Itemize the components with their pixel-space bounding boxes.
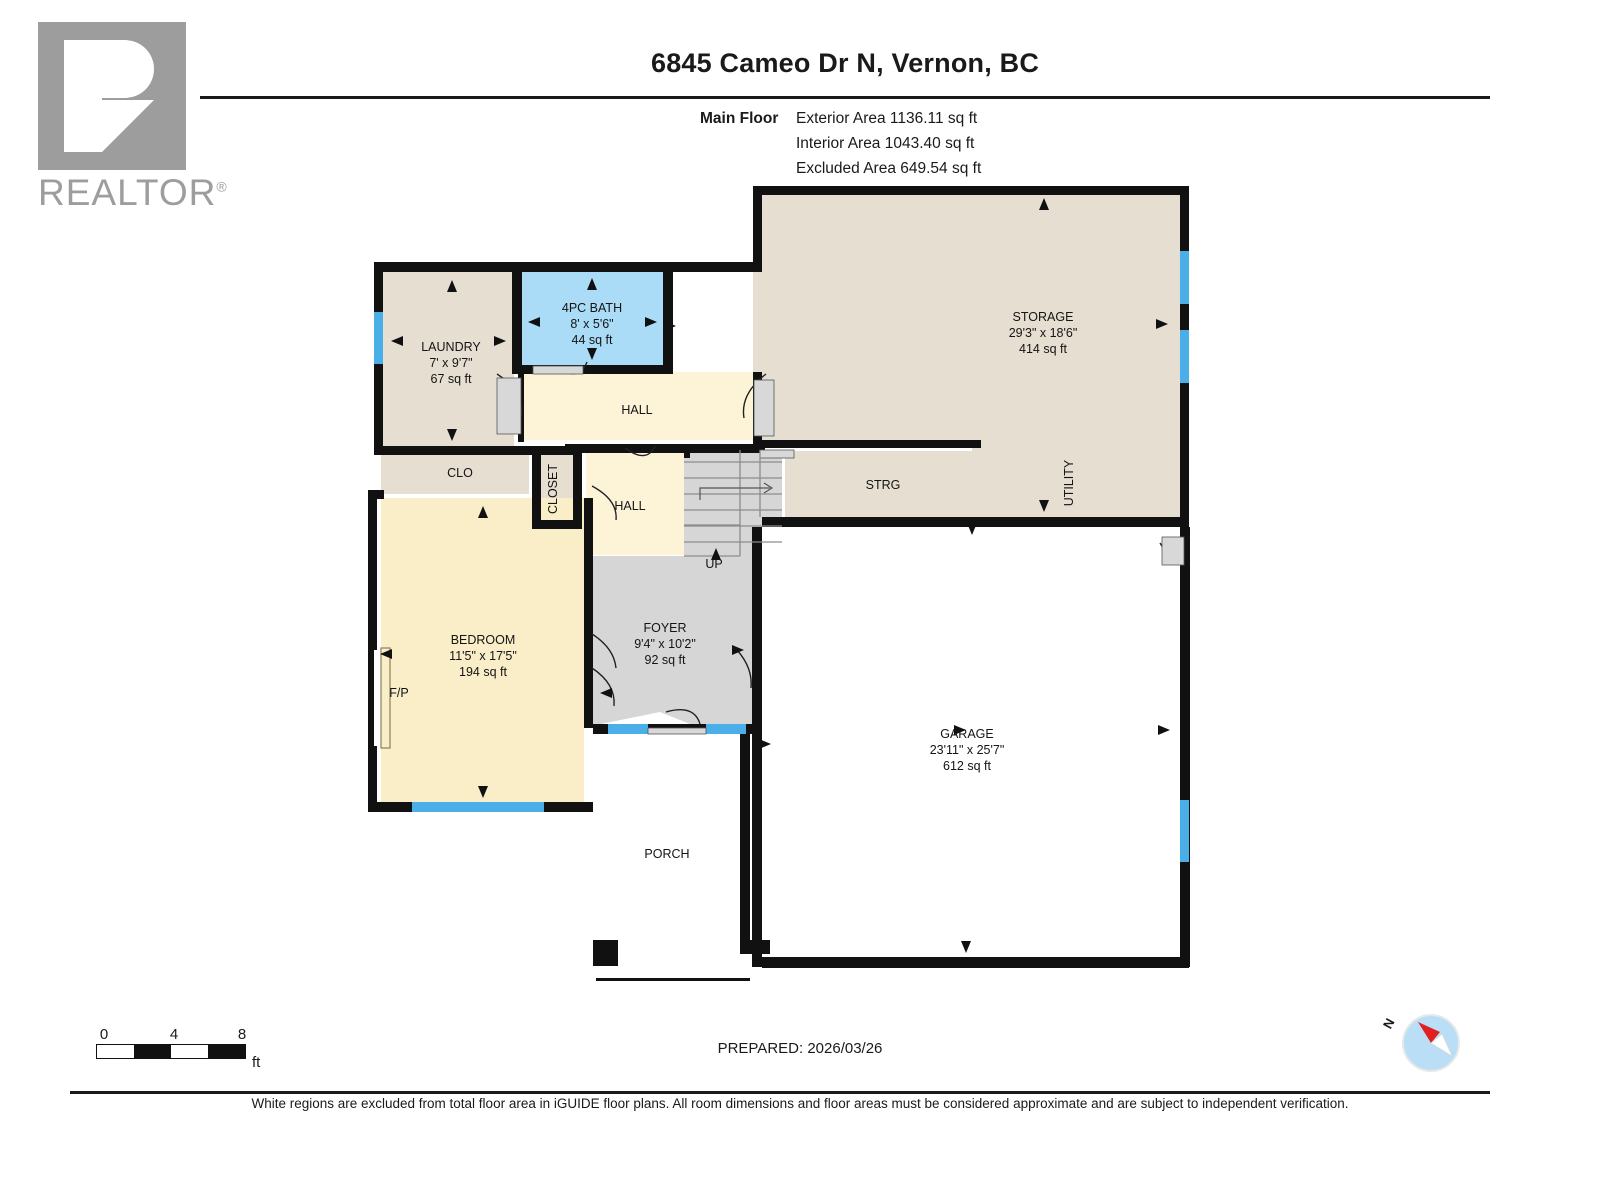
- clo-fill: [381, 455, 529, 494]
- label-storage-area: 414 sq ft: [1019, 342, 1067, 356]
- realtor-logo: REALTOR®: [38, 22, 227, 211]
- label-foyer-dims: 9'4" x 10'2": [634, 637, 696, 651]
- label-laundry-area: 67 sq ft: [431, 372, 473, 386]
- label-strg: STRG: [866, 478, 901, 492]
- scale-seg-2: [134, 1045, 171, 1058]
- compass-needle-north: [1418, 1022, 1440, 1043]
- hall-upper-fill: [518, 372, 754, 440]
- realtor-wordmark-text: REALTOR: [38, 172, 217, 213]
- exterior-area: Exterior Area 1136.11 sq ft: [796, 110, 978, 127]
- excluded-area: Excluded Area 649.54 sq ft: [796, 160, 982, 177]
- label-bath-area: 44 sq ft: [572, 333, 614, 347]
- registered-mark: ®: [216, 178, 228, 195]
- room-bedroom-fill: [381, 498, 584, 810]
- interior-area: Interior Area 1043.40 sq ft: [796, 135, 975, 152]
- dimension-arrows: [380, 198, 1170, 953]
- label-garage-dims: 23'11" x 25'7": [930, 743, 1005, 757]
- scale-tick-4: 4: [169, 1026, 179, 1043]
- footer-divider: [70, 1091, 1490, 1094]
- label-storage-dims: 29'3" x 18'6": [1009, 326, 1078, 340]
- fireplace: [374, 647, 391, 749]
- room-storage-fill: [753, 186, 1189, 517]
- scale-ticks: 0 4 8: [96, 1026, 256, 1044]
- room-laundry-fill: [381, 270, 514, 451]
- label-closet: CLOSET: [546, 464, 560, 514]
- label-bath-name: 4PC BATH: [562, 301, 622, 315]
- stairs: [684, 450, 782, 557]
- windows: [374, 251, 1189, 862]
- porch-fill: [596, 733, 748, 981]
- prepared-date: PREPARED: 2026/03/26: [717, 1040, 883, 1057]
- scale-seg-4: [208, 1045, 245, 1058]
- floor-label: Main Floor: [700, 110, 779, 127]
- area-summary: Main Floor Exterior Area 1136.11 sq ft I…: [700, 106, 981, 181]
- label-bath-dims: 8' x 5'6": [570, 317, 613, 331]
- label-bedroom-name: BEDROOM: [451, 633, 516, 647]
- label-fireplace: F/P: [389, 686, 408, 700]
- label-foyer-area: 92 sq ft: [645, 653, 687, 667]
- scale-unit: ft: [252, 1054, 261, 1071]
- disclaimer-text: White regions are excluded from total fl…: [251, 1096, 1349, 1111]
- scale-bar-segments: [96, 1044, 246, 1059]
- label-hall-lower: HALL: [614, 499, 645, 513]
- label-porch: PORCH: [644, 847, 689, 861]
- label-bedroom-area: 194 sq ft: [459, 665, 507, 679]
- compass-rose: N: [1380, 1012, 1462, 1074]
- label-garage-area: 612 sq ft: [943, 759, 991, 773]
- room-labels: LAUNDRY 7' x 9'7" 67 sq ft 4PC BATH 8' x…: [389, 301, 1077, 861]
- compass-needle-south: [1430, 1033, 1453, 1057]
- label-laundry-dims: 7' x 9'7": [429, 356, 472, 370]
- scale-tick-8: 8: [237, 1026, 247, 1043]
- label-hall-upper: HALL: [621, 403, 652, 417]
- realtor-wordmark: REALTOR®: [38, 174, 227, 211]
- door-openings: [496, 365, 1185, 735]
- scale-tick-0: 0: [99, 1026, 109, 1043]
- title-divider: [200, 96, 1490, 99]
- scale-bar: 0 4 8 ft: [96, 1026, 260, 1071]
- stairs-direction-arrow: [699, 482, 774, 500]
- label-garage-name: GARAGE: [940, 727, 994, 741]
- label-bedroom-dims: 11'5" x 17'5": [449, 649, 517, 663]
- logo-r-leg: [102, 100, 154, 152]
- label-clo: CLO: [447, 466, 473, 480]
- realtor-logo-mark: [38, 22, 186, 170]
- hall-lower-fill: [586, 450, 684, 555]
- room-foyer-fill: [586, 556, 752, 724]
- label-utility: UTILITY: [1062, 459, 1076, 506]
- logo-r-stem: [64, 40, 102, 152]
- label-foyer-name: FOYER: [643, 621, 686, 635]
- walls: [368, 186, 1190, 981]
- label-up: UP: [705, 557, 722, 571]
- label-laundry-name: LAUNDRY: [421, 340, 481, 354]
- page-title: 6845 Cameo Dr N, Vernon, BC: [650, 48, 1040, 78]
- label-storage-name: STORAGE: [1013, 310, 1074, 324]
- logo-r-bowl: [102, 40, 154, 98]
- room-garage-fill: [762, 527, 1188, 967]
